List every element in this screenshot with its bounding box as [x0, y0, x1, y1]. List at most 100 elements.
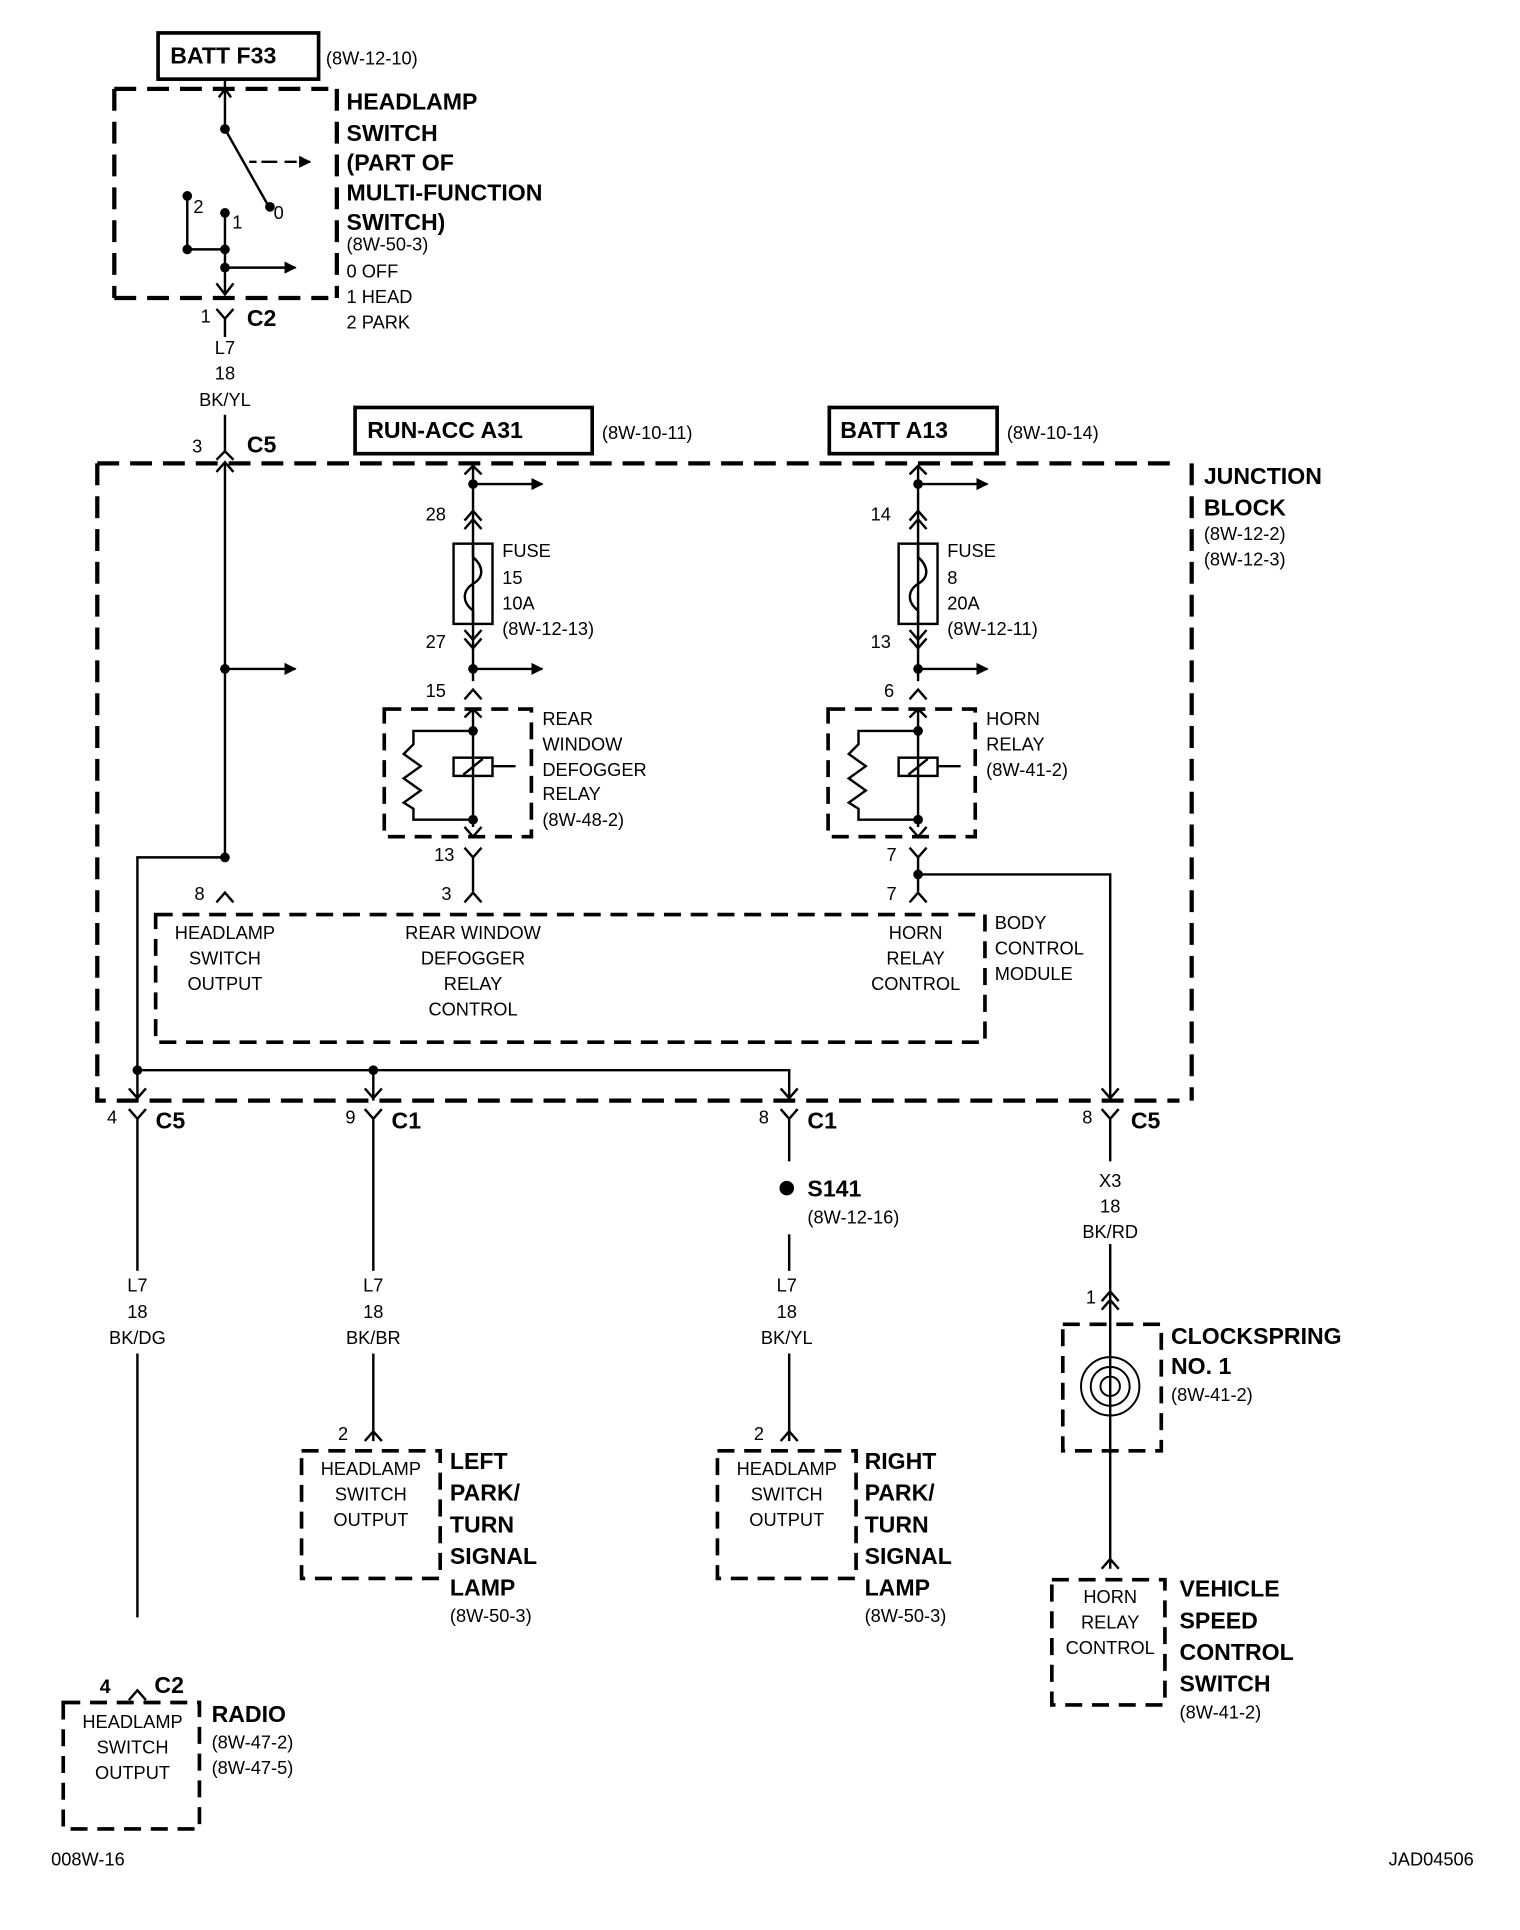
svg-text:7: 7 — [886, 883, 896, 904]
svg-text:SPEED: SPEED — [1180, 1607, 1258, 1633]
svg-text:RELAY: RELAY — [986, 733, 1044, 754]
svg-text:(8W-12-13): (8W-12-13) — [502, 618, 594, 639]
svg-text:L7: L7 — [215, 337, 235, 358]
svg-text:(8W-12-2): (8W-12-2) — [1204, 523, 1286, 544]
svg-text:RIGHT: RIGHT — [865, 1448, 937, 1474]
svg-text:SWITCH: SWITCH — [189, 947, 261, 968]
svg-text:4: 4 — [100, 1676, 111, 1698]
svg-text:RELAY: RELAY — [886, 947, 944, 968]
svg-text:18: 18 — [777, 1301, 797, 1322]
svg-text:CONTROL: CONTROL — [1180, 1639, 1294, 1665]
svg-text:REAR WINDOW: REAR WINDOW — [405, 922, 542, 943]
svg-text:18: 18 — [215, 362, 235, 383]
svg-text:C5: C5 — [247, 431, 277, 457]
output-bus — [127, 1065, 799, 1101]
svg-text:(8W-50-3): (8W-50-3) — [347, 234, 429, 255]
svg-text:14: 14 — [871, 504, 891, 525]
svg-text:(8W-12-3): (8W-12-3) — [1204, 549, 1286, 570]
svg-text:BK/YL: BK/YL — [199, 389, 251, 410]
svg-text:C5: C5 — [1131, 1108, 1161, 1134]
svg-text:28: 28 — [426, 504, 446, 525]
svg-text:(8W-50-3): (8W-50-3) — [865, 1605, 947, 1626]
svg-text:13: 13 — [871, 631, 891, 652]
fuse-8: 14 FUSE 8 20A (8W-12-11) 13 6 — [871, 464, 1038, 701]
svg-text:LEFT: LEFT — [450, 1448, 508, 1474]
run-acc-a31-source: RUN-ACC A31 (8W-10-11) — [353, 405, 692, 456]
svg-text:OUTPUT: OUTPUT — [187, 973, 262, 994]
svg-text:(8W-41-2): (8W-41-2) — [986, 759, 1068, 780]
svg-text:BK/YL: BK/YL — [761, 1327, 813, 1348]
svg-text:(8W-12-16): (8W-12-16) — [807, 1206, 899, 1227]
figure-id: 008W-16 — [51, 1848, 125, 1869]
body-control-module: BODY CONTROL MODULE 8 HEADLAMP SWITCH OU… — [136, 852, 1084, 1101]
svg-text:(8W-41-2): (8W-41-2) — [1171, 1384, 1253, 1405]
svg-text:HEADLAMP: HEADLAMP — [82, 1711, 182, 1732]
svg-text:MODULE: MODULE — [995, 963, 1073, 984]
svg-text:9: 9 — [345, 1107, 355, 1128]
svg-text:NO. 1: NO. 1 — [1171, 1353, 1231, 1379]
svg-text:RUN-ACC A31: RUN-ACC A31 — [367, 417, 523, 443]
svg-text:1: 1 — [1086, 1287, 1096, 1308]
svg-text:HORN: HORN — [986, 708, 1040, 729]
svg-text:C5: C5 — [156, 1108, 186, 1134]
svg-text:L7: L7 — [777, 1274, 797, 1295]
svg-text:15: 15 — [502, 567, 522, 588]
svg-text:SWITCH: SWITCH — [1180, 1671, 1271, 1697]
svg-text:BODY: BODY — [995, 912, 1047, 933]
svg-text:OUTPUT: OUTPUT — [749, 1509, 824, 1530]
svg-text:2: 2 — [754, 1423, 764, 1444]
svg-text:RADIO: RADIO — [212, 1701, 286, 1727]
svg-text:3: 3 — [441, 883, 451, 904]
svg-text:LAMP: LAMP — [865, 1574, 930, 1600]
svg-text:SIGNAL: SIGNAL — [450, 1543, 537, 1569]
svg-text:SWITCH: SWITCH — [97, 1737, 169, 1758]
svg-text:(8W-50-3): (8W-50-3) — [450, 1605, 532, 1626]
svg-text:OUTPUT: OUTPUT — [333, 1509, 408, 1530]
output-c5-pin4: 4 C5 L7 18 BK/DG — [107, 1107, 185, 1618]
svg-text:TURN: TURN — [450, 1511, 514, 1537]
svg-text:RELAY: RELAY — [444, 973, 502, 994]
svg-text:BATT A13: BATT A13 — [840, 417, 948, 443]
svg-text:L7: L7 — [127, 1274, 147, 1295]
svg-text:8: 8 — [759, 1107, 769, 1128]
svg-text:(8W-10-14): (8W-10-14) — [1007, 422, 1099, 443]
svg-text:BK/BR: BK/BR — [346, 1327, 401, 1348]
svg-text:BATT F33: BATT F33 — [170, 42, 276, 68]
svg-text:CONTROL: CONTROL — [871, 973, 960, 994]
horn-relay: HORN RELAY (8W-41-2) 7 7 — [826, 707, 1120, 1101]
svg-text:RELAY: RELAY — [1081, 1611, 1139, 1632]
svg-text:18: 18 — [127, 1301, 147, 1322]
svg-text:(8W-48-2): (8W-48-2) — [542, 809, 624, 830]
svg-text:(PART OF: (PART OF — [347, 149, 454, 175]
svg-text:(8W-12-10): (8W-12-10) — [326, 48, 418, 69]
batt-f33-source: BATT F33 (8W-12-10) — [156, 31, 418, 81]
svg-text:(8W-47-5): (8W-47-5) — [212, 1757, 294, 1778]
svg-text:15: 15 — [426, 680, 446, 701]
svg-text:REAR: REAR — [542, 708, 593, 729]
svg-text:C1: C1 — [392, 1108, 422, 1134]
batt-a13-source: BATT A13 (8W-10-14) — [827, 405, 1099, 456]
svg-text:RELAY: RELAY — [542, 783, 600, 804]
svg-text:1: 1 — [232, 212, 242, 233]
svg-text:PARK/: PARK/ — [865, 1480, 936, 1506]
right-park-turn-lamp: 2 HEADLAMP SWITCH OUTPUT RIGHT PARK/ TUR… — [715, 1423, 952, 1626]
svg-text:S141: S141 — [807, 1176, 861, 1202]
svg-text:L7: L7 — [363, 1274, 383, 1295]
svg-text:HEADLAMP: HEADLAMP — [175, 922, 275, 943]
fuse-15: 28 FUSE 15 10A (8W-12-13) 27 15 — [426, 464, 594, 701]
svg-text:DEFOGGER: DEFOGGER — [542, 759, 646, 780]
headlamp-switch: 2 1 0 HEADLAMP SWITCH (PART OF MULTI-FUN… — [112, 79, 542, 332]
output-c1-pin8: 8 C1 S141 (8W-12-16) L7 18 BK/YL — [759, 1107, 899, 1442]
svg-text:8: 8 — [947, 567, 957, 588]
svg-text:(8W-47-2): (8W-47-2) — [212, 1732, 294, 1753]
svg-text:8: 8 — [195, 883, 205, 904]
svg-text:LAMP: LAMP — [450, 1574, 515, 1600]
splice-s141-dot — [779, 1180, 795, 1196]
svg-text:FUSE: FUSE — [502, 540, 551, 561]
svg-text:C2: C2 — [247, 305, 277, 331]
connector-c5-pin3: 3 C5 — [192, 431, 297, 858]
svg-text:HORN: HORN — [1083, 1586, 1137, 1607]
svg-text:6: 6 — [884, 680, 894, 701]
svg-text:1: 1 — [201, 305, 211, 326]
